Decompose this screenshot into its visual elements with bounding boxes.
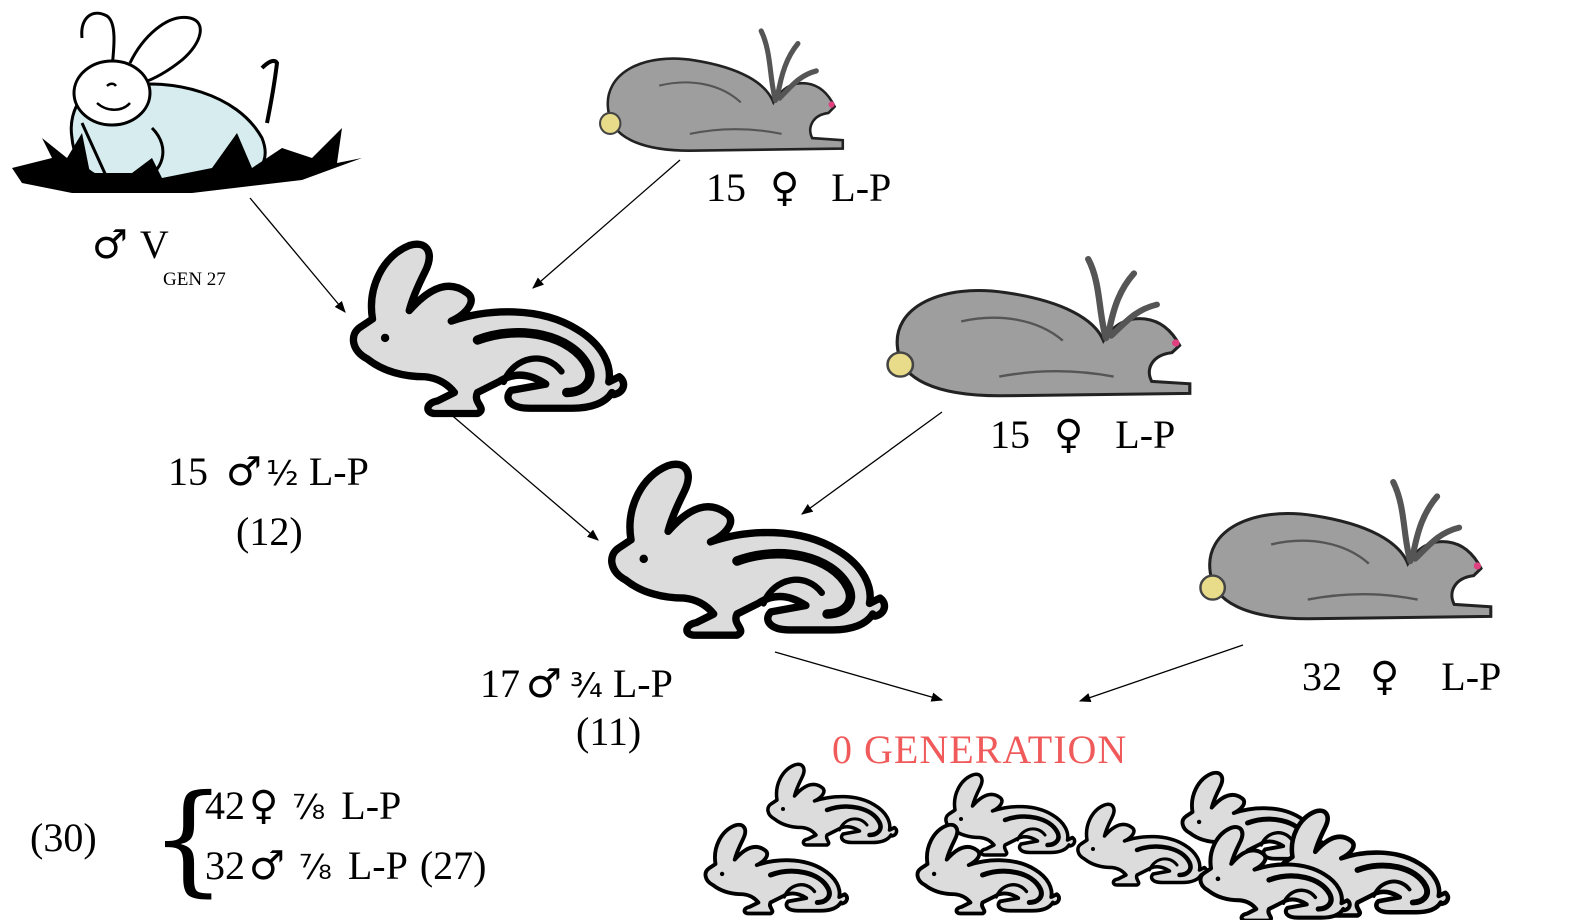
male-symbol: ♂ [526,661,562,707]
female-symbol: ♀ [249,783,279,829]
female-1-breed: L-P [831,165,892,210]
offspring-generation: (30) [30,815,97,860]
offspring-males-count: 32 [205,843,245,888]
female-2-label: 15 ♀ L-P [990,412,1176,458]
lineage-arrows [249,159,1244,703]
white-buck-icon [353,244,623,413]
cluster-rabbit [946,774,1075,855]
founder-male-label: ♂ V [92,222,169,268]
offspring-brace: { [150,770,226,909]
female-1-label: 15 ♀ L-P [706,165,892,211]
f1-male-count: 15 [168,449,208,494]
arrow-founder-to-f1 [249,197,346,313]
female-2-breed: L-P [1115,412,1176,457]
male-symbol: ♂ [226,449,262,495]
offspring-females-label: 42 ♀ ⅞ L-P [205,783,402,829]
female-1-count: 15 [706,165,746,210]
founder-line-name: V [139,222,169,267]
f2-male-count: 17 [480,661,520,706]
white-buck-icon [612,464,885,635]
offspring-males-label: 32 ♂ ⅞ L-P (27) [205,843,487,889]
rabbit-cluster-icon [706,764,1448,920]
f1-male-label: 15 ♂ ½ L-P [168,449,369,495]
female-3-breed: L-P [1441,654,1502,699]
grey-doe-icon [888,259,1190,396]
offspring-males-generation: (27) [419,843,487,888]
f2-male-fraction: ¾ [569,666,603,706]
offspring-females-breed: L-P [341,783,402,828]
f2-male-generation: (11) [576,709,642,754]
arrow-f1-to-f2 [447,411,599,541]
female-symbol: ♀ [770,165,800,211]
arrow-doe1-to-f1 [532,159,681,289]
arrow-f2-to-gen0 [774,651,944,702]
male-symbol: ♂ [249,843,285,889]
female-symbol: ♀ [1370,654,1400,700]
female-2-count: 15 [990,412,1030,457]
male-symbol: ♂ [92,222,128,268]
female-3-label: 32 ♀ L-P [1302,654,1502,700]
female-3-count: 32 [1302,654,1342,699]
female-symbol: ♀ [1054,412,1084,458]
offspring-females-count: 42 [205,783,245,828]
offspring-females-fraction: ⅞ [292,788,326,828]
arrow-doe3-to-gen0 [1078,644,1244,703]
founder-generation: GEN 27 [163,269,226,290]
f1-male-generation: (12) [236,509,303,554]
grey-doe-icon [600,31,843,151]
f1-male-breed: L-P [308,449,369,494]
offspring-males-fraction: ⅞ [298,848,332,888]
grey-doe-icon [1200,482,1490,619]
zero-generation-title: 0 GENERATION [832,727,1128,772]
founder-rabbit-icon [10,11,364,196]
f1-male-fraction: ½ [265,454,299,494]
offspring-males-breed: L-P [347,843,408,888]
arrow-doe2-to-f2 [801,411,943,515]
cluster-rabbit [768,764,897,845]
f2-male-breed: L-P [612,661,673,706]
f2-male-label: 17 ♂ ¾ L-P [480,661,673,707]
